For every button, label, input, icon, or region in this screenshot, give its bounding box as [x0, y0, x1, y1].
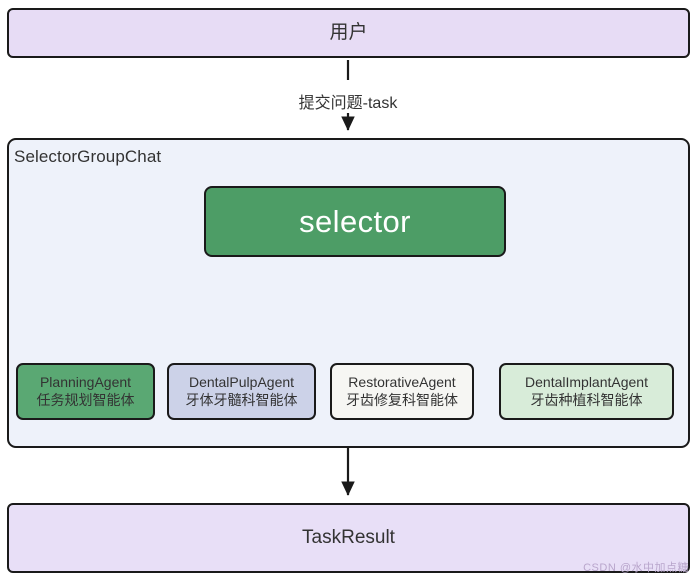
node-restorative-agent[interactable]: RestorativeAgent 牙齿修复科智能体 — [330, 363, 474, 420]
edge-label-submit-task: 提交问题-task — [294, 89, 402, 113]
node-dentalimplant-agent-name: DentalImplantAgent — [525, 373, 648, 390]
node-dentalpulp-agent-name: DentalPulpAgent — [188, 373, 295, 390]
node-taskresult-label: TaskResult — [302, 526, 395, 548]
node-user-label: 用户 — [329, 21, 368, 43]
node-restorative-agent-name: RestorativeAgent — [348, 373, 456, 390]
group-selectorgroupchat-title: SelectorGroupChat — [14, 147, 162, 166]
node-selector[interactable]: selector — [204, 186, 506, 257]
node-dentalpulp-agent-subtitle: 牙体牙髓科智能体 — [185, 391, 298, 408]
node-planning-agent[interactable]: PlanningAgent 任务规划智能体 — [16, 363, 155, 420]
watermark: CSDN @水中加点糖 — [583, 562, 689, 574]
node-dentalimplant-agent-subtitle: 牙齿种植科智能体 — [530, 391, 643, 408]
node-planning-agent-name: PlanningAgent — [39, 373, 132, 390]
node-dentalpulp-agent[interactable]: DentalPulpAgent 牙体牙髓科智能体 — [167, 363, 316, 420]
node-selector-label: selector — [299, 203, 411, 239]
node-planning-agent-subtitle: 任务规划智能体 — [36, 391, 135, 408]
node-restorative-agent-subtitle: 牙齿修复科智能体 — [346, 391, 458, 408]
node-taskresult[interactable]: TaskResult — [7, 503, 690, 573]
node-dentalimplant-agent[interactable]: DentalImplantAgent 牙齿种植科智能体 — [499, 363, 674, 420]
node-user[interactable]: 用户 — [7, 8, 690, 58]
